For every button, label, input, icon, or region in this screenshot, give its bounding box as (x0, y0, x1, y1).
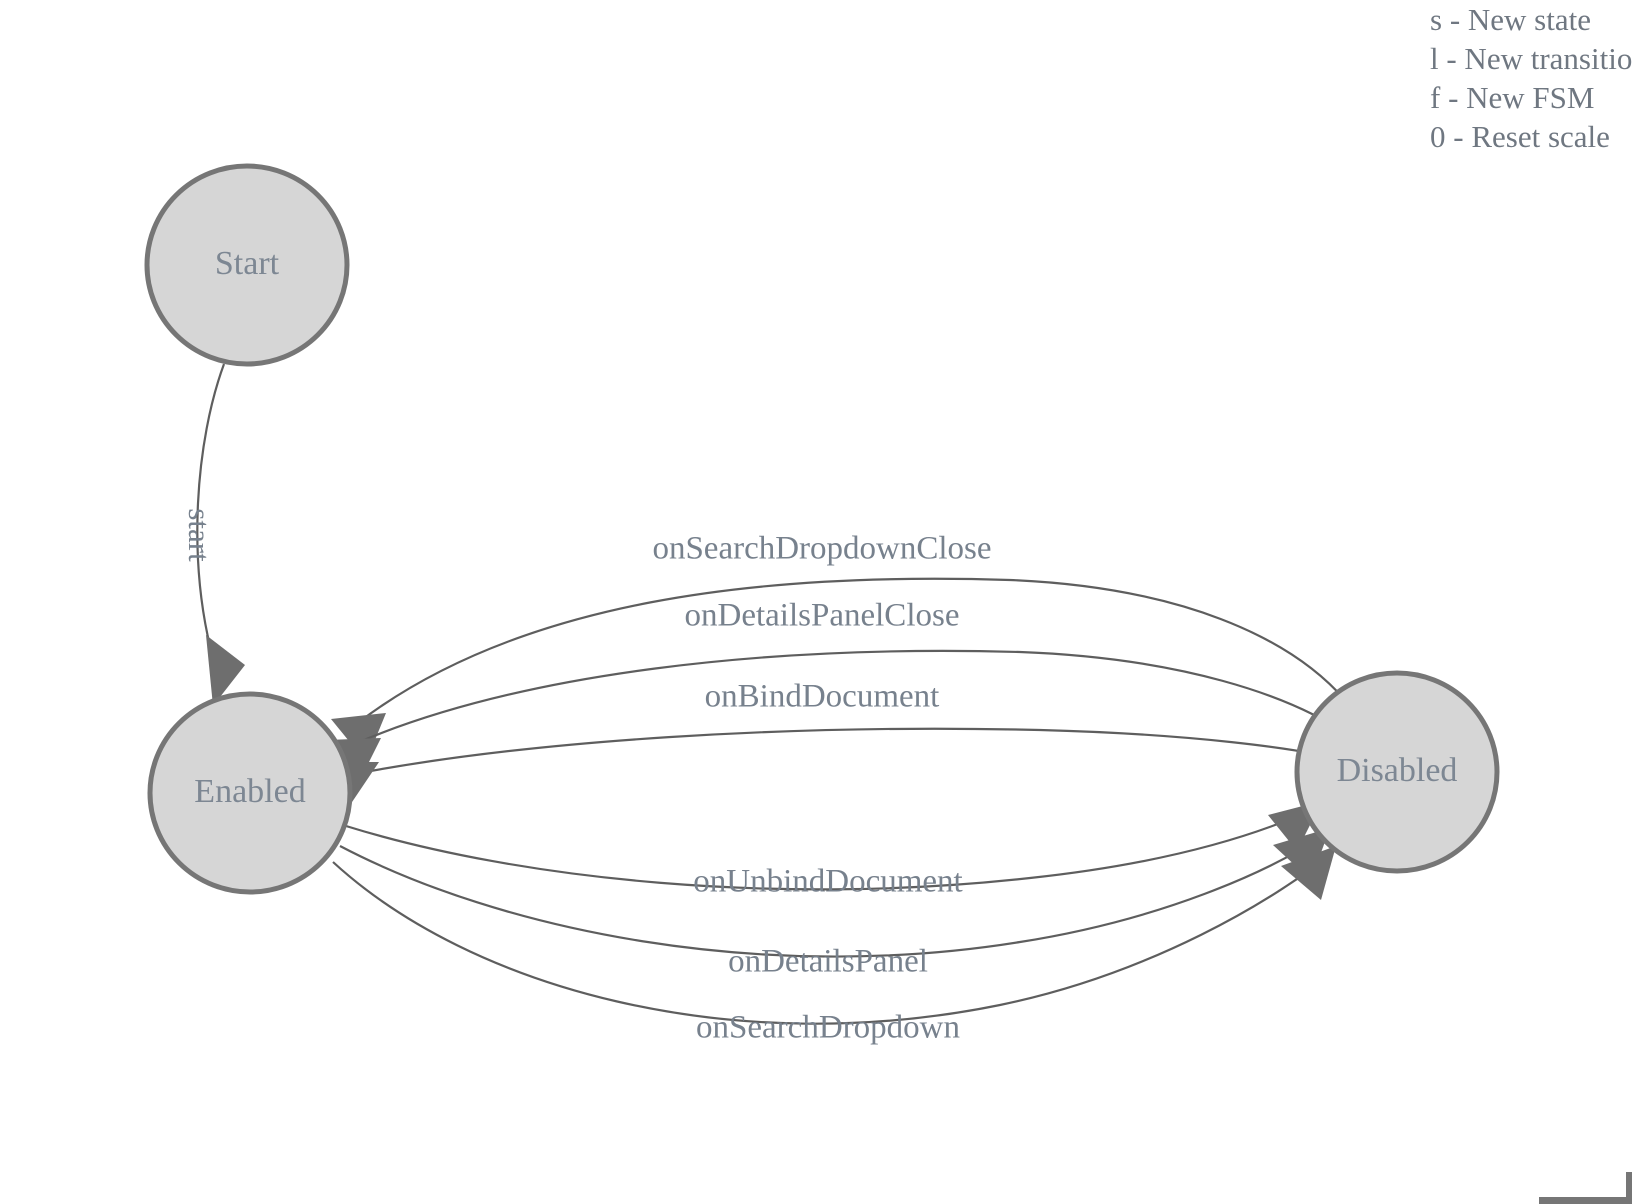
edge-path-on-bind-document[interactable] (348, 727, 1353, 777)
edge-label-on-search-dropdown-close: onSearchDropdownClose (652, 531, 991, 567)
node-enabled[interactable]: Enabled (147, 691, 353, 895)
edge-path-on-search-dropdown[interactable] (332, 851, 1334, 1025)
node-start-label: Start (215, 245, 280, 282)
scrollbar-corner (1480, 1130, 1632, 1204)
transition-on-search-dropdown[interactable]: onSearchDropdown (332, 846, 1336, 1046)
edge-path-on-details-panel-close[interactable] (351, 649, 1349, 747)
transition-on-unbind-document[interactable]: onUnbindDocument (345, 801, 1322, 900)
edge-label-on-search-dropdown: onSearchDropdown (696, 1010, 960, 1046)
node-enabled-shape[interactable] (147, 691, 353, 895)
edge-path-start[interactable] (196, 363, 226, 663)
edge-label-on-details-panel-close: onDetailsPanelClose (685, 598, 960, 634)
edge-path-on-search-dropdown-close[interactable] (358, 577, 1346, 723)
transition-on-details-panel[interactable]: onDetailsPanel (339, 828, 1330, 980)
node-enabled-label: Enabled (194, 773, 305, 810)
edge-label-start: start (182, 508, 217, 562)
edge-label-on-details-panel: onDetailsPanel (728, 944, 928, 980)
node-disabled[interactable]: Disabled (1294, 670, 1500, 874)
edge-path-on-details-panel[interactable] (339, 832, 1328, 958)
edge-label-on-unbind-document: onUnbindDocument (693, 864, 962, 900)
transition-start[interactable]: start (182, 363, 245, 706)
node-start[interactable]: Start (144, 163, 350, 367)
vertical-scrollbar[interactable] (1626, 1172, 1632, 1204)
node-start-shape[interactable] (144, 163, 350, 367)
arrowhead-start (206, 635, 245, 706)
edge-label-on-bind-document: onBindDocument (705, 679, 940, 715)
edge-path-on-unbind-document[interactable] (345, 805, 1321, 891)
horizontal-scrollbar[interactable] (1539, 1197, 1627, 1204)
arrowhead-on-search-dropdown (1281, 846, 1336, 900)
transition-on-search-dropdown-close[interactable]: onSearchDropdownClose (331, 531, 1346, 762)
transition-on-bind-document[interactable]: onBindDocument (325, 679, 1353, 808)
arrowhead-on-search-dropdown-close (331, 713, 386, 762)
node-disabled-shape[interactable] (1294, 670, 1500, 874)
node-disabled-label: Disabled (1337, 752, 1458, 789)
